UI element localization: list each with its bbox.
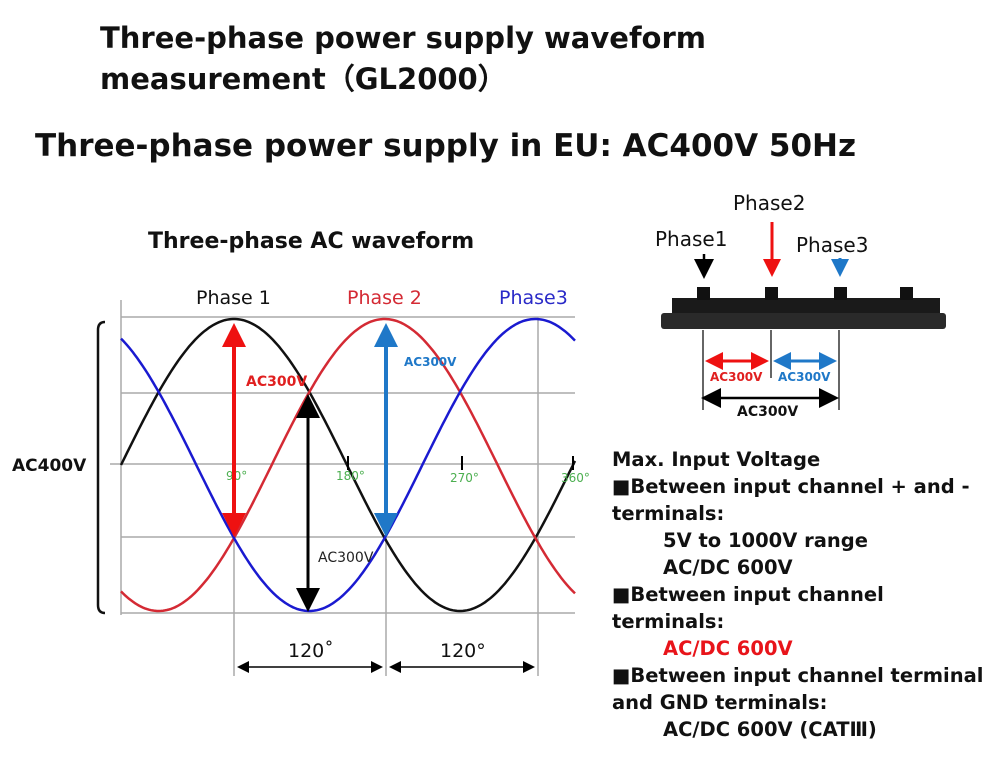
phase3-wave <box>120 317 576 613</box>
span-label-2-3: AC300V <box>778 370 831 384</box>
red-arrow-label: AC300V <box>246 374 307 390</box>
page-title: Three-phase power supply waveform measur… <box>100 18 706 100</box>
phase2-label: Phase 2 <box>347 287 422 309</box>
span-label-1-3: AC300V <box>737 404 798 420</box>
device-phase3-label: Phase3 <box>796 233 868 257</box>
spec-item: ■Between input channel + and - <box>612 475 970 498</box>
device-phase2-label: Phase2 <box>733 191 805 215</box>
amplitude-label: AC400V <box>12 456 87 476</box>
spec-item-highlight: AC/DC 600V <box>663 637 793 660</box>
amplitude-bracket <box>96 320 106 615</box>
degree-ticks <box>347 456 574 470</box>
spec-item: 5V to 1000V range <box>663 529 868 552</box>
device-phase1-label: Phase1 <box>655 227 727 251</box>
grid <box>110 300 575 676</box>
phase1-label: Phase 1 <box>196 287 271 309</box>
spec-item: ■Between input channel <box>612 583 884 606</box>
black-arrow-label: AC300V <box>318 550 374 566</box>
tick-360: 360° <box>561 471 590 485</box>
blue-arrow-label: AC300V <box>404 355 457 369</box>
subtitle: Three-phase power supply in EU: AC400V 5… <box>35 128 857 164</box>
shift-label-1: 120˚ <box>288 640 334 662</box>
spec-heading: Max. Input Voltage <box>612 448 821 471</box>
spec-item: and GND terminals: <box>612 691 828 714</box>
phase2-wave <box>120 317 576 613</box>
tick-90: 90° <box>226 469 247 483</box>
phase3-label: Phase3 <box>499 287 568 309</box>
waveform-title: Three-phase AC waveform <box>148 229 475 254</box>
tick-270: 270° <box>450 471 479 485</box>
title-line-2: measurement（GL2000） <box>100 62 507 96</box>
spec-item: AC/DC 600V (CATⅢ) <box>663 718 877 741</box>
span-label-1-2: AC300V <box>710 370 763 384</box>
spec-item: terminals: <box>612 610 725 633</box>
spec-item: ■Between input channel terminal <box>612 664 984 687</box>
tick-180: 180° <box>336 469 365 483</box>
shift-label-2: 120° <box>440 640 486 662</box>
terminal-block-image <box>661 287 946 329</box>
title-line-1: Three-phase power supply waveform <box>100 21 706 55</box>
spec-item: AC/DC 600V <box>663 556 793 579</box>
degree-labels: 90° 180° 270° 360° <box>226 469 590 485</box>
spec-item: terminals: <box>612 502 725 525</box>
